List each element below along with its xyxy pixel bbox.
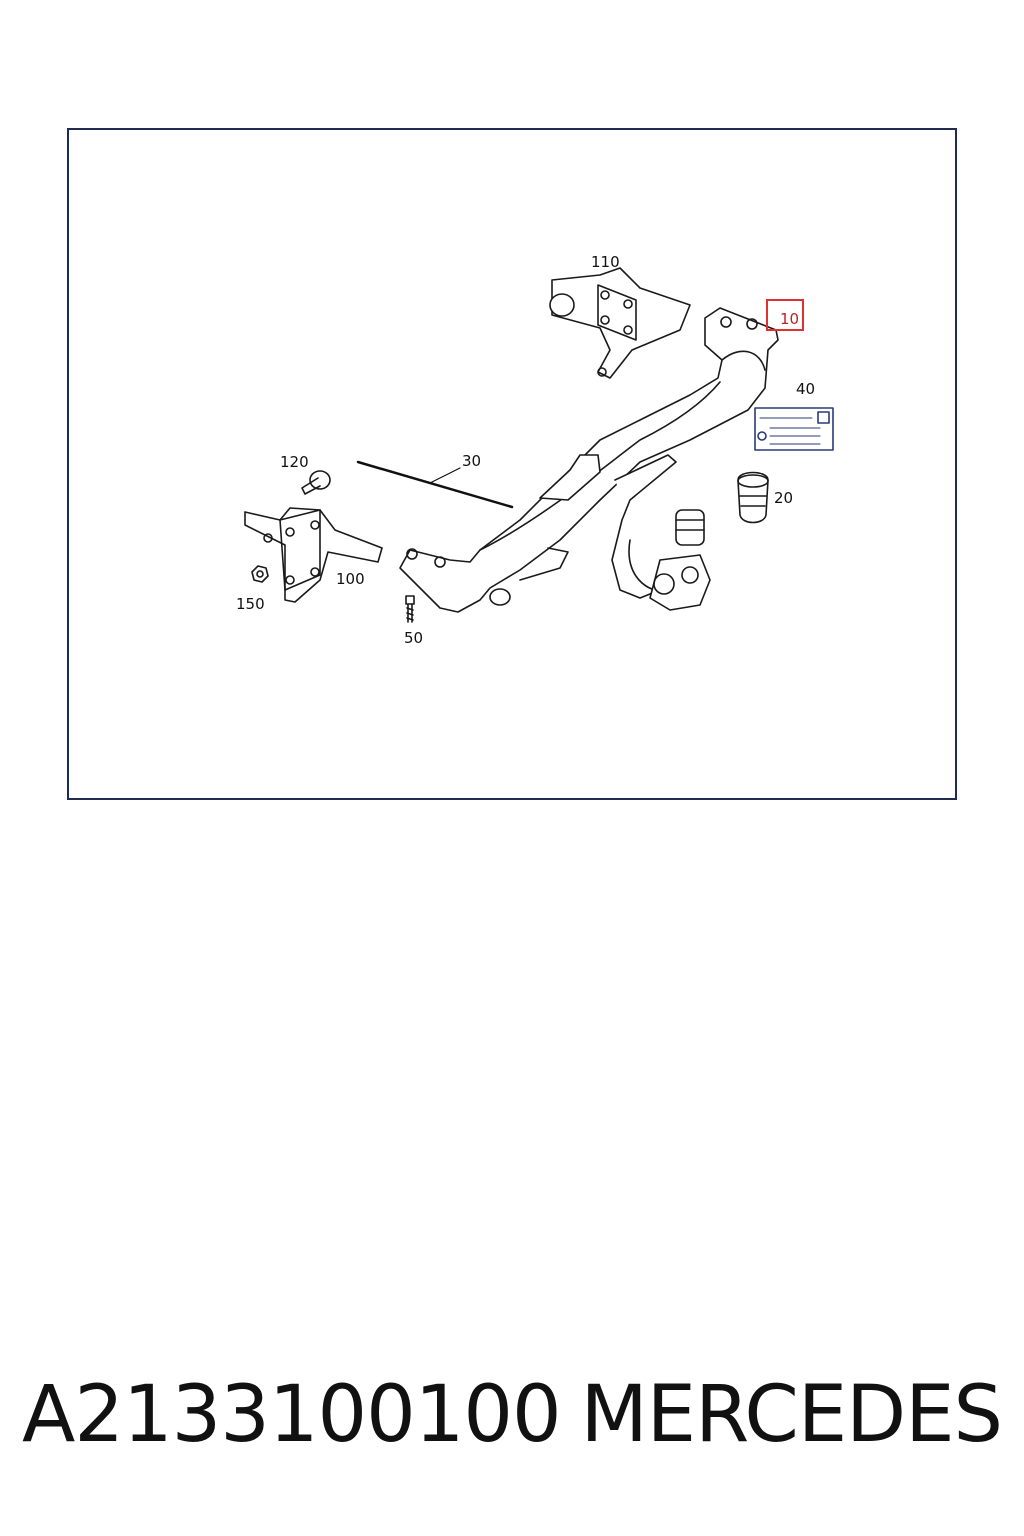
callout-110[interactable]: 110	[591, 253, 620, 271]
tow-hitch-diagram: 10 20 30 40 50 100 110 120 150	[236, 253, 834, 647]
bolt-50	[405, 595, 415, 623]
footer: A2133100100 MERCEDES	[0, 1370, 1024, 1470]
callout-30[interactable]: 30	[462, 452, 481, 470]
callout-100[interactable]: 100	[336, 570, 365, 588]
tow-ball-assembly	[611, 454, 711, 611]
callout-150[interactable]: 150	[236, 595, 265, 613]
diagram-frame	[67, 128, 957, 800]
callout-120[interactable]: 120	[280, 453, 309, 471]
part-number: A2133100100	[22, 1370, 562, 1460]
callout-20[interactable]: 20	[774, 489, 793, 507]
socket-cap	[737, 471, 769, 524]
callout-50[interactable]: 50	[404, 629, 423, 647]
callout-40[interactable]: 40	[796, 380, 815, 398]
brand-name: MERCEDES	[580, 1370, 1003, 1460]
callout-10[interactable]: 10	[780, 310, 799, 328]
left-mount-bracket	[244, 507, 383, 603]
right-mount-bracket	[549, 267, 691, 379]
nut-150	[251, 565, 269, 583]
type-plate	[754, 407, 834, 451]
bolt-120	[301, 470, 331, 495]
cross-beam	[399, 307, 779, 613]
callout-10-highlight-box	[766, 299, 804, 331]
